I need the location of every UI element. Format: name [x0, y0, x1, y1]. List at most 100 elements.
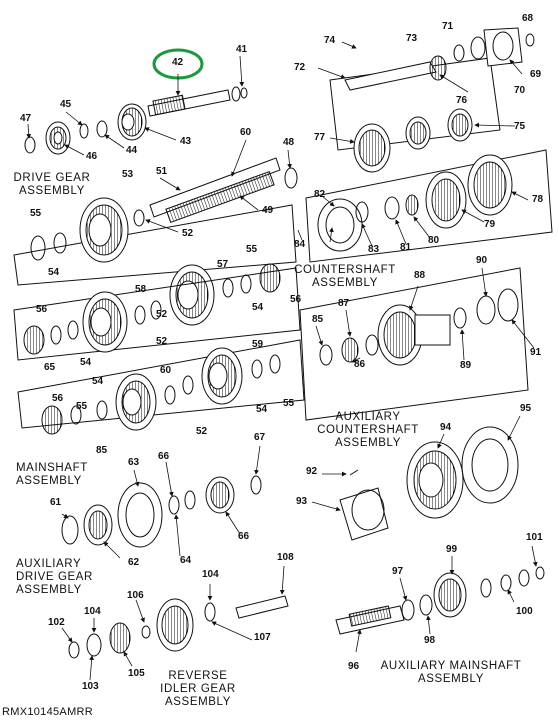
auxiliary-mainshaft-group — [335, 426, 545, 635]
callout-60-b: 60 — [160, 365, 172, 376]
callout-88: 88 — [414, 270, 426, 281]
callout-55-a: 55 — [30, 208, 42, 219]
callout-55-b: 55 — [246, 244, 258, 255]
title-reverse-idler-gear-assembly: REVERSE IDLER GEAR ASSEMBLY — [156, 670, 240, 709]
title-aux-countershaft-line3: ASSEMBLY — [335, 437, 401, 449]
callout-55-c: 55 — [283, 398, 295, 409]
callout-68: 68 — [522, 13, 534, 24]
callout-80: 80 — [428, 235, 440, 246]
callout-103: 103 — [82, 681, 99, 692]
callout-71: 71 — [442, 21, 454, 32]
callout-85-b: 85 — [312, 314, 324, 325]
callout-83: 83 — [368, 244, 380, 255]
callout-91: 91 — [530, 347, 542, 358]
callout-59: 59 — [252, 339, 264, 350]
callout-42: 42 — [172, 57, 184, 68]
callout-76: 76 — [456, 95, 468, 106]
callout-101: 101 — [526, 532, 543, 543]
title-mainshaft-line1: MAINSHAFT — [16, 462, 88, 474]
callout-77: 77 — [314, 132, 326, 143]
callout-70: 70 — [514, 85, 526, 96]
callout-97: 97 — [392, 566, 404, 577]
callout-51: 51 — [156, 166, 168, 177]
callout-87: 87 — [338, 298, 350, 309]
callout-73: 73 — [406, 33, 418, 44]
callout-72: 72 — [294, 62, 306, 73]
title-aux-drive-gear-line3: ASSEMBLY — [16, 584, 82, 596]
title-mainshaft-line2: ASSEMBLY — [16, 475, 82, 487]
title-mainshaft-assembly: MAINSHAFT ASSEMBLY — [16, 462, 88, 488]
callout-64: 64 — [180, 555, 192, 566]
title-drive-gear-line2: ASSEMBLY — [19, 185, 85, 197]
title-auxiliary-mainshaft-assembly: AUXILIARY MAINSHAFT ASSEMBLY — [378, 660, 524, 686]
callout-61: 61 — [50, 497, 62, 508]
callout-65-a: 65 — [44, 362, 56, 373]
callout-105: 105 — [128, 668, 145, 679]
callout-56-a: 56 — [290, 294, 302, 305]
callout-104-a: 104 — [202, 569, 219, 580]
callout-95: 95 — [520, 403, 532, 414]
callout-44: 44 — [126, 145, 138, 156]
callout-74: 74 — [324, 35, 336, 46]
callout-56-b: 56 — [36, 304, 48, 315]
callout-108: 108 — [277, 552, 294, 563]
callout-75: 75 — [514, 121, 526, 132]
title-countershaft-line2: ASSEMBLY — [312, 277, 378, 289]
title-countershaft-line1: COUNTERSHAFT — [294, 264, 396, 276]
callout-52-c: 52 — [156, 336, 168, 347]
title-aux-mainshaft-line1: AUXILIARY MAINSHAFT — [380, 660, 522, 672]
callout-54-e: 54 — [256, 404, 268, 415]
callout-106: 106 — [127, 590, 144, 601]
mainshaft-gears-group — [13, 197, 305, 435]
callout-46: 46 — [86, 151, 98, 162]
title-reverse-idler-line1: REVERSE — [168, 670, 228, 682]
callout-62: 62 — [128, 557, 140, 568]
title-countershaft-assembly: COUNTERSHAFT ASSEMBLY — [290, 264, 400, 290]
title-aux-countershaft-line1: AUXILIARY — [335, 411, 401, 423]
callout-49: 49 — [262, 205, 274, 216]
callout-54-a: 54 — [48, 267, 60, 278]
callout-52-b: 52 — [156, 309, 168, 320]
title-auxiliary-drive-gear-assembly: AUXILIARY DRIVE GEAR ASSEMBLY — [16, 558, 96, 597]
callout-82: 82 — [314, 189, 326, 200]
callout-45: 45 — [60, 99, 72, 110]
title-reverse-idler-line3: ASSEMBLY — [165, 696, 231, 708]
callout-79: 79 — [484, 219, 496, 230]
drive-gear-assembly-group — [24, 86, 248, 155]
callout-96: 96 — [348, 661, 360, 672]
title-auxiliary-countershaft-assembly: AUXILIARY COUNTERSHAFT ASSEMBLY — [310, 411, 426, 450]
title-aux-mainshaft-line2: ASSEMBLY — [418, 673, 484, 685]
callout-54-c: 54 — [80, 357, 92, 368]
callout-81: 81 — [400, 242, 412, 253]
callout-102: 102 — [48, 617, 65, 628]
callout-43: 43 — [180, 136, 192, 147]
callout-66-a: 66 — [158, 451, 170, 462]
callout-100: 100 — [516, 606, 533, 617]
callout-90: 90 — [476, 255, 488, 266]
callout-54-b: 54 — [252, 302, 264, 313]
callout-78: 78 — [532, 194, 544, 205]
callout-56-c: 56 — [52, 393, 64, 404]
callout-66-b: 66 — [238, 531, 250, 542]
reference-code: RMX10145AMRR — [2, 706, 94, 718]
title-reverse-idler-line2: IDLER GEAR — [160, 683, 236, 695]
callout-55-d: 55 — [76, 401, 88, 412]
callout-98: 98 — [424, 635, 436, 646]
callout-47: 47 — [20, 113, 32, 124]
callout-60: 60 — [240, 127, 252, 138]
reverse-idler-gear-group — [68, 595, 289, 659]
callout-67: 67 — [254, 432, 266, 443]
callout-53: 53 — [122, 169, 134, 180]
callout-54-d: 54 — [92, 376, 104, 387]
callout-85-a: 85 — [96, 445, 108, 456]
callout-52-d: 52 — [196, 426, 208, 437]
callout-41: 41 — [236, 44, 248, 55]
callout-57: 57 — [217, 259, 229, 270]
callout-52-a: 52 — [182, 228, 194, 239]
callout-58: 58 — [135, 284, 147, 295]
title-aux-drive-gear-line1: AUXILIARY — [16, 558, 82, 570]
callout-107: 107 — [254, 632, 271, 643]
callout-86: 86 — [354, 359, 366, 370]
title-aux-drive-gear-line2: DRIVE GEAR — [16, 571, 93, 583]
